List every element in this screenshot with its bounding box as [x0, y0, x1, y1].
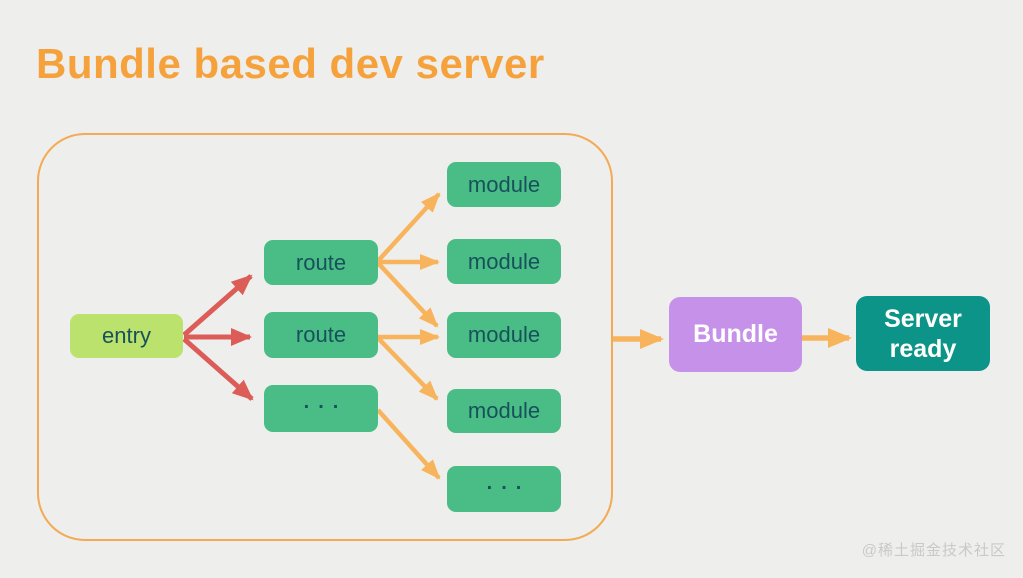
route-node-1: route	[264, 240, 378, 285]
module-ellipsis-node: ...	[447, 466, 561, 512]
server-ready-node: Server ready	[856, 296, 990, 371]
module-ellipsis-label: ...	[486, 471, 531, 494]
entry-node-label: entry	[102, 323, 151, 348]
module-node-label: module	[467, 322, 541, 347]
route-ellipsis-node: ...	[264, 385, 378, 432]
bundle-node-label: Bundle	[693, 320, 778, 348]
entry-node: entry	[70, 314, 183, 358]
route-node-label: route	[295, 249, 347, 275]
route-ellipsis-label: ...	[303, 391, 348, 413]
page-title: Bundle based dev server	[36, 40, 545, 87]
bundle-node: Bundle	[669, 297, 802, 372]
module-node-label: module	[467, 171, 541, 197]
server-ready-label: Server ready	[884, 304, 962, 363]
module-node-4: module	[447, 389, 561, 433]
route-node-label: route	[295, 322, 347, 347]
module-node-1: module	[447, 162, 561, 207]
module-node-3: module	[447, 312, 561, 358]
module-node-2: module	[447, 239, 561, 284]
module-node-label: module	[467, 398, 541, 423]
module-graph-container	[37, 133, 613, 541]
route-node-2: route	[264, 312, 378, 358]
module-node-label: module	[467, 248, 541, 274]
watermark: @稀土掘金技术社区	[861, 542, 1006, 559]
